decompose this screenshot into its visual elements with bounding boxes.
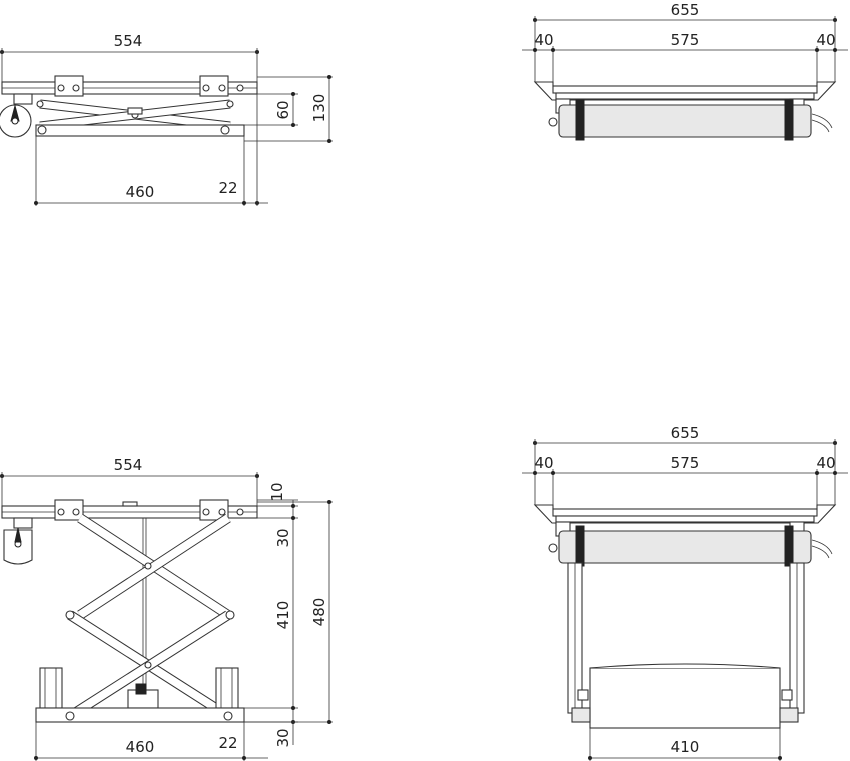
dim-inner-width-ext: 575	[671, 454, 700, 472]
dim-bottom-width: 460	[126, 183, 155, 201]
dim-base-width: 410	[671, 738, 700, 756]
dim-top-plate: 10	[268, 482, 286, 501]
dim-top-width-ext: 554	[114, 456, 143, 474]
side-view-extended: 554	[0, 456, 333, 761]
dim-stroke: 410	[274, 601, 292, 630]
dim-total-height: 130	[310, 94, 328, 123]
dim-offset-ext: 22	[218, 734, 237, 752]
dim-top-width: 554	[114, 32, 143, 50]
dim-bottom-width-ext: 460	[126, 738, 155, 756]
dim-top-gap: 30	[274, 528, 292, 547]
dim-left-margin-ext: 40	[534, 454, 553, 472]
dim-total-width-ext: 655	[671, 424, 700, 442]
dim-right-margin-ext: 40	[816, 454, 835, 472]
dim-bottom-gap: 30	[274, 728, 292, 747]
dim-total-height-ext: 480	[310, 598, 328, 627]
dim-inner-width: 575	[671, 31, 700, 49]
front-view-retracted: 655 40 575 40	[522, 1, 848, 141]
front-view-extended: 655 40 575 40	[522, 424, 848, 761]
dim-right-margin: 40	[816, 31, 835, 49]
side-view-retracted: 554 460 22	[0, 32, 333, 206]
dim-offset: 22	[218, 179, 237, 197]
dim-total-width: 655	[671, 1, 700, 19]
dim-inner-height: 60	[274, 100, 292, 119]
dim-left-margin: 40	[534, 31, 553, 49]
